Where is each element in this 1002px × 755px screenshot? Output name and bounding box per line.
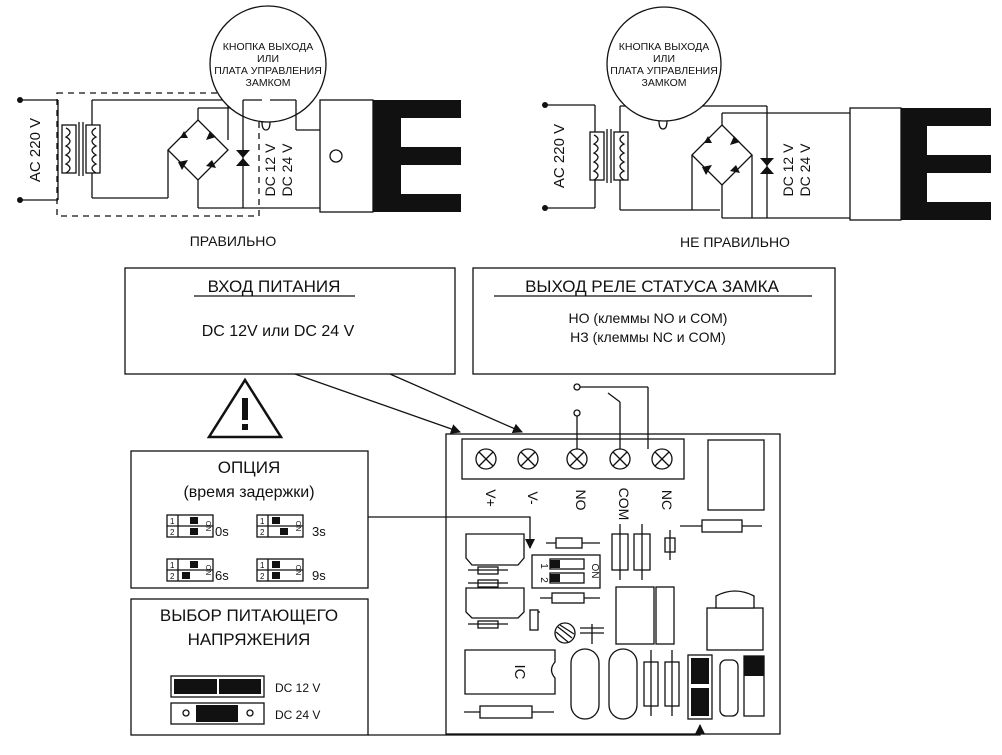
transformer — [589, 129, 629, 183]
dip-on-label: ON — [204, 521, 211, 532]
varistor — [760, 158, 774, 174]
board-dip-number: 1 — [538, 563, 549, 569]
option-box: ОПЦИЯ (время задержки) 1 2 ON 0s 1 2 ON … — [130, 450, 369, 589]
option-12v: DC 12 V — [275, 681, 320, 695]
transformer — [61, 122, 101, 176]
power-input-box: ВХОД ПИТАНИЯ DC 12V или DC 24 V — [124, 267, 456, 375]
dip-on-label: ON — [204, 565, 211, 576]
button-label-line4: ЗАМКОМ — [641, 77, 686, 89]
exit-button-circle — [209, 5, 327, 123]
option-subtitle: (время задержки) — [183, 484, 314, 501]
controller-board: V+ V- NO COM NC — [445, 383, 781, 735]
relay-contact-symbol — [573, 383, 649, 449]
relay-output-title: ВЫХОД РЕЛЕ СТАТУСА ЗАМКА — [525, 277, 780, 296]
button-label-line1: КНОПКА ВЫХОДА — [619, 41, 709, 53]
relay-output-line1: НО (клеммы NO и COM) — [569, 310, 728, 326]
dip-number: 2 — [260, 572, 265, 581]
jumper-12v — [170, 675, 265, 698]
board-voltage-jumper — [687, 654, 713, 720]
caption-correct: ПРАВИЛЬНО — [190, 233, 277, 249]
dip-switch-0s: 1 2 ON — [166, 514, 214, 538]
delay-3s: 3s — [312, 524, 326, 539]
warning-icon — [206, 377, 284, 439]
option-24v: DC 24 V — [275, 708, 320, 722]
dashed-enclosure — [56, 92, 260, 217]
dip-number: 1 — [260, 517, 265, 526]
dip-number: 2 — [260, 528, 265, 537]
dip-switch-9s: 1 2 ON — [256, 558, 304, 582]
board-dip-on: ON — [589, 564, 600, 579]
voltage-title-line2: НАПРЯЖЕНИЯ — [188, 630, 311, 649]
dip-switch-3s: 1 2 ON — [256, 514, 304, 538]
delay-0s: 0s — [215, 524, 229, 539]
button-label-line1: КНОПКА ВЫХОДА — [223, 41, 313, 53]
varistor — [236, 150, 250, 166]
dip-on-label: ON — [294, 565, 301, 576]
terminal-v-minus: V- — [525, 491, 541, 505]
right-schematic: AC 220 V КНОПКА ВЫХОДА ИЛИ ПЛАТА УПРАВЛЕ… — [542, 6, 991, 250]
terminal-com: COM — [616, 488, 632, 521]
ac-label: AC 220 V — [551, 124, 568, 188]
ic-label: IC — [511, 665, 528, 680]
exit-button-circle — [606, 6, 722, 122]
relay-output-line2: НЗ (клеммы NC и COM) — [570, 329, 726, 345]
dc-label-1: DC 12 V — [262, 143, 278, 197]
ac-label: AC 220 V — [27, 118, 44, 182]
dip-on-label: ON — [294, 521, 301, 532]
left-schematic: AC 220 V — [17, 5, 461, 249]
delay-6s: 6s — [215, 568, 229, 583]
board-dip-switch: 1 2 ON — [531, 554, 601, 589]
delay-9s: 9s — [312, 568, 326, 583]
magnetic-lock — [849, 107, 991, 221]
terminal-no: NO — [573, 490, 589, 511]
bridge-rectifier — [691, 124, 753, 186]
dip-number: 1 — [260, 561, 265, 570]
power-input-title: ВХОД ПИТАНИЯ — [208, 277, 341, 296]
dip-number: 1 — [170, 561, 175, 570]
dc-label-2: DC 24 V — [279, 143, 295, 197]
button-label-line2: ИЛИ — [653, 53, 675, 65]
dip-number: 1 — [170, 517, 175, 526]
board-dip-number: 2 — [538, 577, 549, 583]
ic-chip: IC — [464, 649, 556, 695]
magnetic-lock — [319, 99, 461, 213]
power-input-text: DC 12V или DC 24 V — [202, 323, 355, 340]
dip-number: 2 — [170, 528, 175, 537]
terminal-nc: NC — [659, 490, 675, 510]
button-label-line3: ПЛАТА УПРАВЛЕНИЯ — [214, 65, 322, 77]
voltage-title-line1: ВЫБОР ПИТАЮЩЕГО — [160, 606, 338, 625]
button-label-line4: ЗАМКОМ — [245, 77, 290, 89]
voltage-select-box: ВЫБОР ПИТАЮЩЕГО НАПРЯЖЕНИЯ DC 12 V DC 24… — [130, 598, 369, 736]
dc-label-1: DC 12 V — [780, 143, 796, 197]
terminal-v-plus: V+ — [483, 489, 499, 507]
dc-label-2: DC 24 V — [797, 143, 813, 197]
dip-switch-6s: 1 2 ON — [166, 558, 214, 582]
dip-number: 2 — [170, 572, 175, 581]
relay-output-box: ВЫХОД РЕЛЕ СТАТУСА ЗАМКА НО (клеммы NO и… — [472, 267, 836, 375]
jumper-24v — [170, 702, 265, 725]
button-label-line2: ИЛИ — [257, 53, 279, 65]
option-title: ОПЦИЯ — [218, 458, 281, 477]
caption-incorrect: НЕ ПРАВИЛЬНО — [680, 234, 790, 250]
button-label-line3: ПЛАТА УПРАВЛЕНИЯ — [610, 65, 718, 77]
bridge-rectifier — [167, 119, 229, 181]
